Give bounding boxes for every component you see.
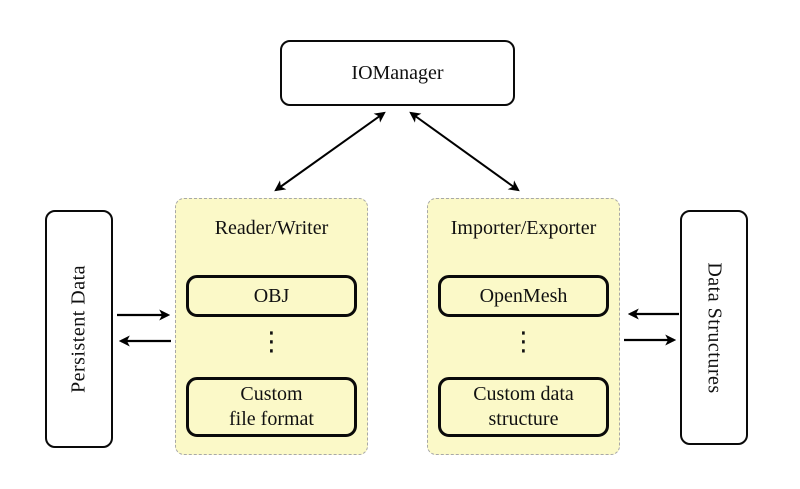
vertical-ellipsis-icon: ⋮: [258, 327, 285, 357]
node-persistent-data: Persistent Data: [45, 210, 113, 448]
io-manager-label: IOManager: [351, 61, 444, 84]
openmesh-label: OpenMesh: [479, 284, 568, 307]
importer-exporter-title: Importer/Exporter: [450, 217, 597, 239]
node-io-manager: IOManager: [280, 40, 515, 106]
persistent-data-label: Persistent Data: [67, 264, 90, 394]
group-importer-exporter: Importer/Exporter OpenMesh ⋮ Custom data…: [427, 198, 620, 455]
custom-data-structure-line1: Custom data: [473, 383, 574, 405]
node-obj: OBJ: [186, 275, 357, 317]
arrow-iomanager-readerwriter: [274, 111, 386, 192]
custom-file-format-line1: Custom: [240, 383, 303, 405]
data-structures-label: Data Structures: [703, 261, 726, 394]
node-custom-data-structure: Custom data structure: [438, 377, 609, 437]
node-data-structures: Data Structures: [680, 210, 748, 445]
obj-label: OBJ: [253, 284, 290, 307]
custom-file-format-line2: file format: [229, 408, 314, 430]
custom-data-structure-line2: structure: [488, 408, 559, 430]
arrow-iomanager-importerexporter: [409, 111, 520, 192]
group-reader-writer: Reader/Writer OBJ ⋮ Custom file format: [175, 198, 368, 455]
node-custom-file-format: Custom file format: [186, 377, 357, 437]
reader-writer-title: Reader/Writer: [214, 217, 329, 239]
node-openmesh: OpenMesh: [438, 275, 609, 317]
vertical-ellipsis-icon: ⋮: [510, 327, 537, 357]
